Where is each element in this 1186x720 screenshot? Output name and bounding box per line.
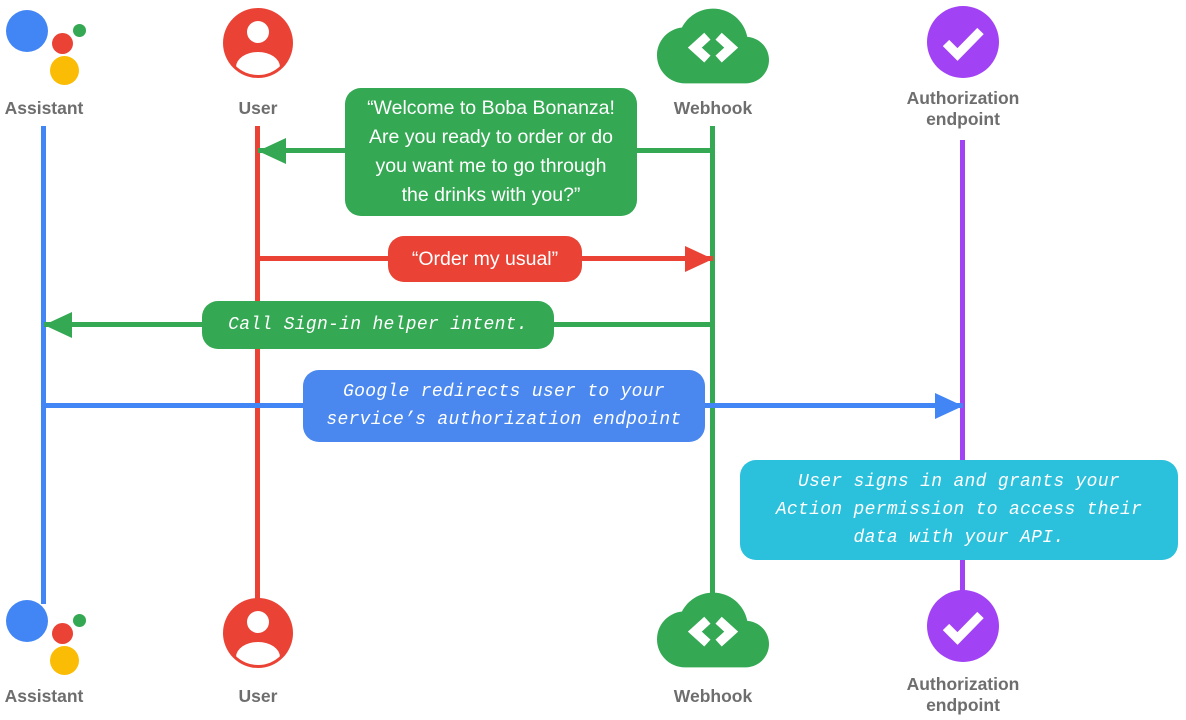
actor-label-webhook-bottom: Webhook <box>673 686 753 706</box>
lifeline-webhook <box>710 126 715 604</box>
google-assistant-logo-icon <box>2 8 92 88</box>
arrow-welcome-head <box>258 138 286 164</box>
bubble-redirect: Google redirects user to your service’s … <box>303 370 705 442</box>
actor-label-webhook-top: Webhook <box>673 98 753 118</box>
actor-label-assistant-top: Assistant <box>4 98 84 118</box>
actor-label-user-bottom: User <box>238 686 278 706</box>
assistant-logo-blue-circle <box>6 10 48 52</box>
assistant-logo-green-dot <box>73 24 86 37</box>
lifeline-assistant <box>41 126 46 604</box>
code-cloud-icon <box>657 8 769 84</box>
person-circle-icon <box>223 8 293 78</box>
bubble-signin-helper: Call Sign-in helper intent. <box>202 301 554 349</box>
code-cloud-icon-bottom <box>657 592 769 668</box>
bubble-grant-note: User signs in and grants your Action per… <box>740 460 1178 560</box>
actor-label-assistant-bottom: Assistant <box>4 686 84 706</box>
assistant-logo-yellow-circle <box>50 56 79 85</box>
checkmark-circle-icon <box>927 6 999 78</box>
actor-label-authorization-endpoint-top: Authorization endpoint <box>906 88 1020 129</box>
arrow-signin-head <box>44 312 72 338</box>
actor-label-user-top: User <box>238 98 278 118</box>
assistant-logo-blue-circle <box>6 600 48 642</box>
person-circle-icon-bottom <box>223 598 293 668</box>
bubble-welcome-message: “Welcome to Boba Bonanza! Are you ready … <box>345 88 637 216</box>
google-assistant-logo-icon-bottom <box>2 598 92 678</box>
assistant-logo-red-circle <box>52 623 73 644</box>
lifeline-user <box>255 126 260 604</box>
assistant-logo-red-circle <box>52 33 73 54</box>
arrow-redirect-head <box>935 393 963 419</box>
actor-label-authorization-endpoint-bottom: Authorization endpoint <box>906 674 1020 715</box>
arrow-order-head <box>685 246 713 272</box>
bubble-order-message: “Order my usual” <box>388 236 582 282</box>
lifeline-authorization-endpoint <box>960 140 965 598</box>
checkmark-circle-icon-bottom <box>927 590 999 662</box>
assistant-logo-yellow-circle <box>50 646 79 675</box>
assistant-logo-green-dot <box>73 614 86 627</box>
